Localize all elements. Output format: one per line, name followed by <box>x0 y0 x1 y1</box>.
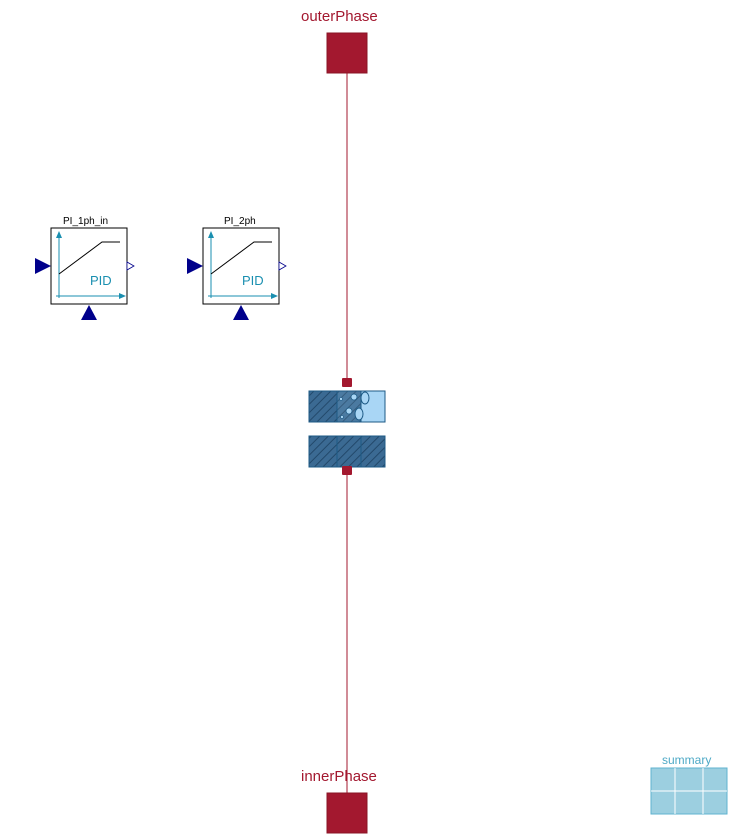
top-connector[interactable] <box>342 378 352 387</box>
pi-2ph-pid-text: PID <box>242 273 264 288</box>
outer-phase-port[interactable] <box>326 32 368 74</box>
bubble-icon <box>339 397 343 401</box>
input-arrow-icon[interactable] <box>35 258 51 274</box>
pi-1ph-in-block[interactable] <box>35 227 135 320</box>
bubble-icon <box>345 407 353 415</box>
measurement-arrow-icon[interactable] <box>233 305 249 320</box>
outer-phase-label: outerPhase <box>301 8 378 25</box>
heat-transfer-top-element[interactable] <box>308 390 386 423</box>
bubble-icon <box>354 407 364 421</box>
heat-transfer-bottom-element[interactable] <box>308 435 386 468</box>
summary-block[interactable] <box>650 767 728 815</box>
output-arrow-icon[interactable] <box>126 261 135 271</box>
bubble-icon <box>350 393 358 401</box>
input-arrow-icon[interactable] <box>187 258 203 274</box>
inner-phase-port[interactable] <box>326 792 368 834</box>
pi-1ph-in-title: PI_1ph_in <box>63 216 109 227</box>
measurement-arrow-icon[interactable] <box>81 305 97 320</box>
pi-2ph-block[interactable] <box>187 227 287 320</box>
summary-label: summary <box>662 753 712 767</box>
pi-2ph-title: PI_2ph <box>224 216 256 227</box>
pi-1ph-in-pid-text: PID <box>90 273 112 288</box>
bottom-connector[interactable] <box>342 466 352 475</box>
output-arrow-icon[interactable] <box>278 261 287 271</box>
bubble-icon <box>340 415 344 419</box>
bubble-icon <box>360 391 370 405</box>
inner-phase-label: innerPhase <box>301 768 377 785</box>
